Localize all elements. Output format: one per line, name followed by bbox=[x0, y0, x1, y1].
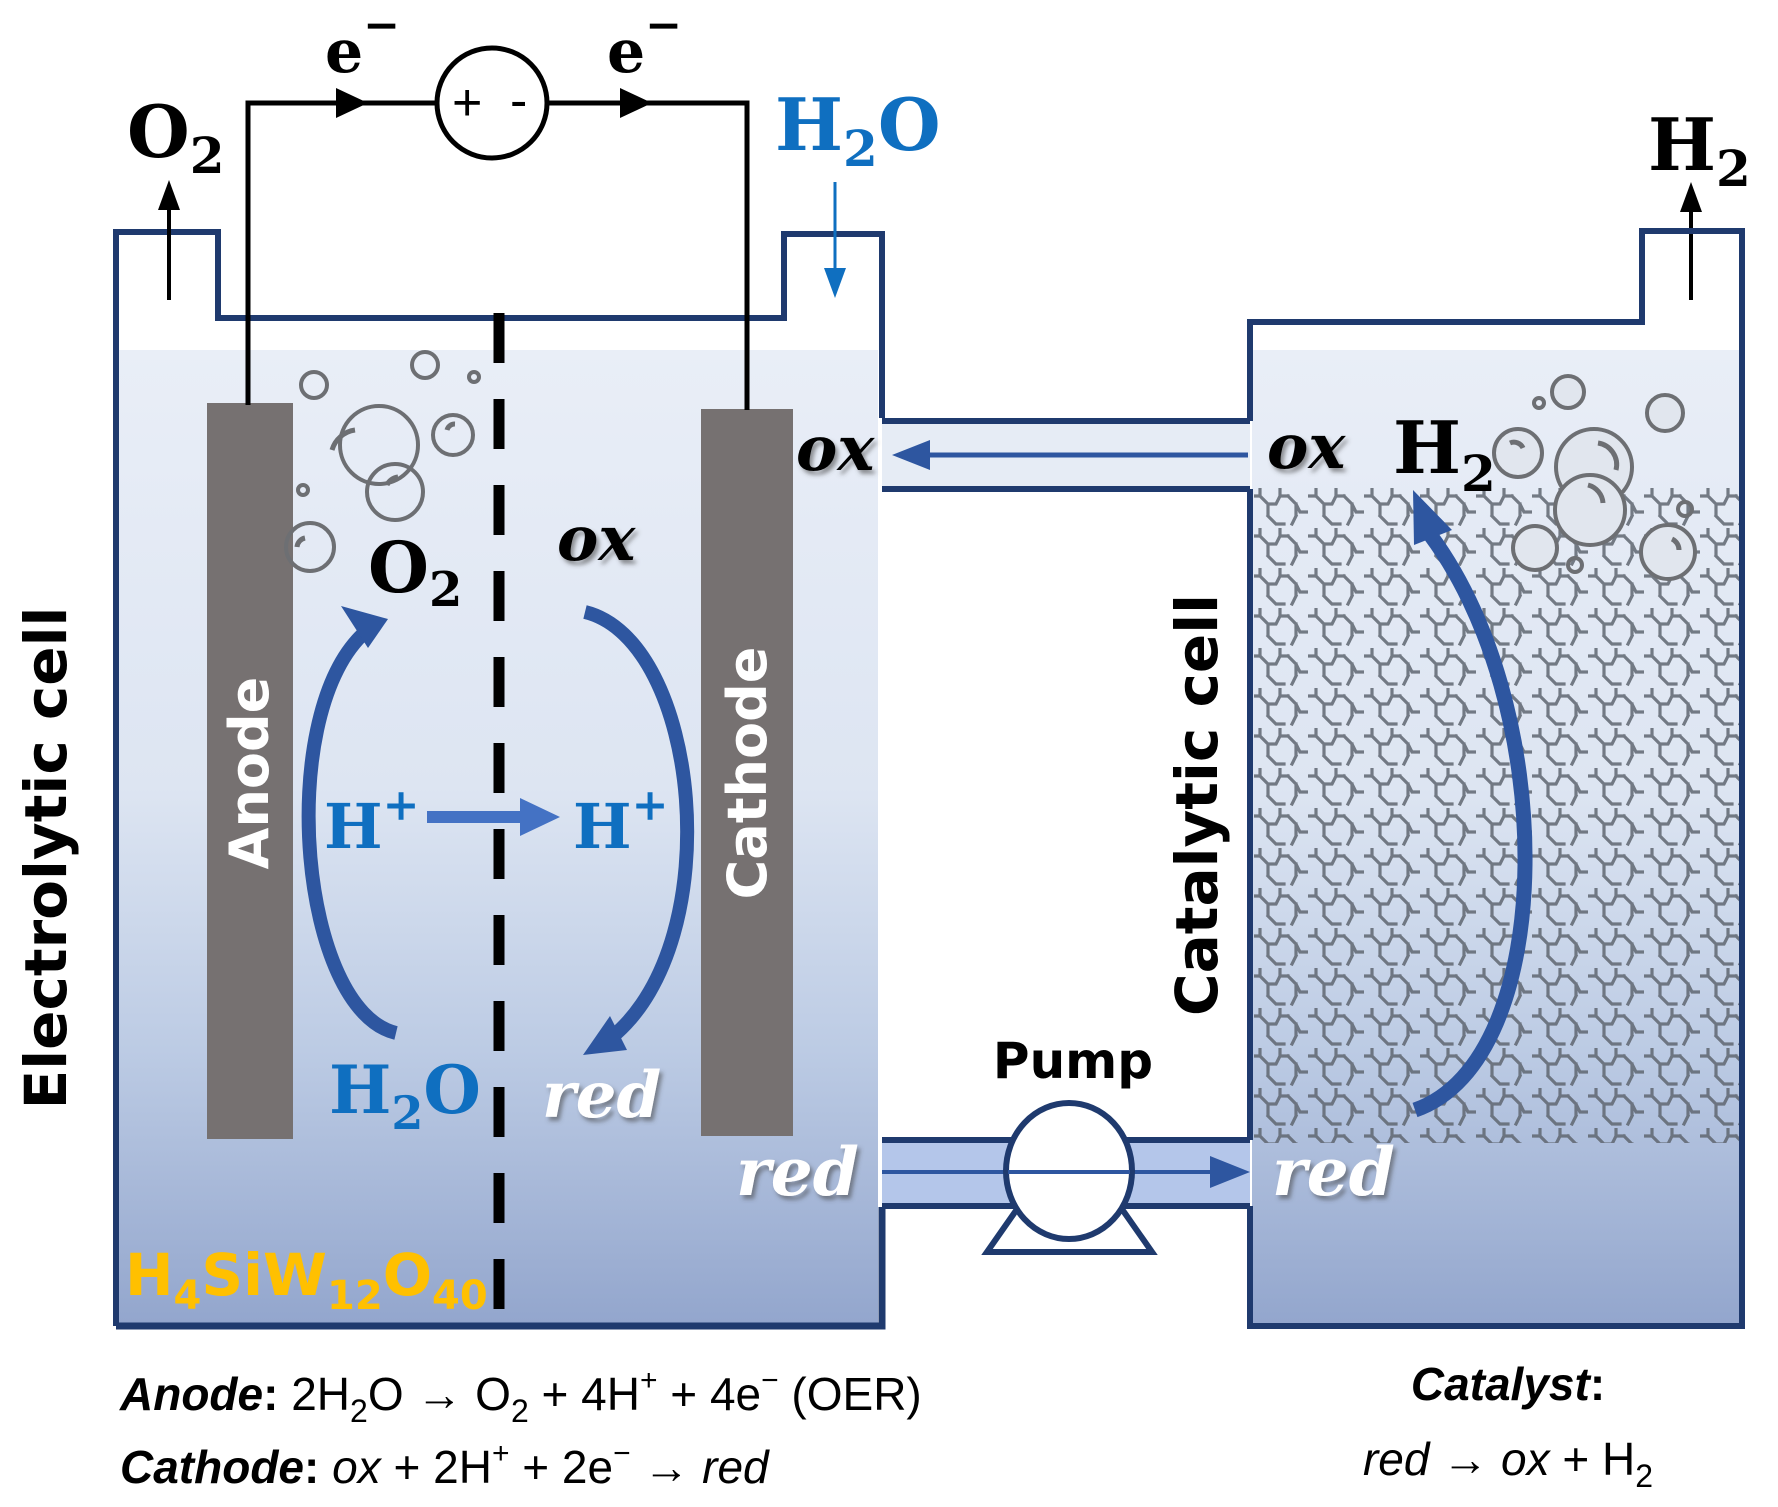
red-left-label: red bbox=[736, 1133, 859, 1211]
formula-part: O bbox=[383, 1241, 432, 1309]
catalyst-equation-label: Catalyst: bbox=[1411, 1358, 1605, 1410]
equation-colon: : bbox=[263, 1368, 278, 1420]
pump-label: Pump bbox=[993, 1032, 1153, 1090]
o2-outlet-label: O2 bbox=[127, 89, 225, 185]
equation-part: ox bbox=[1501, 1433, 1552, 1485]
power-source[interactable] bbox=[434, 45, 550, 161]
anode-arrow-head bbox=[341, 606, 388, 648]
catalyst-bed[interactable] bbox=[1254, 488, 1740, 1143]
h-plus-right-label: H+ bbox=[573, 780, 668, 863]
cathode-arrow-head bbox=[583, 1016, 627, 1055]
equation-part: → bbox=[631, 1441, 703, 1493]
catalytic-arrow-head bbox=[1413, 490, 1452, 545]
catalytic-reaction-arrow bbox=[1412, 523, 1533, 1118]
equation-label: Catalyst bbox=[1411, 1358, 1592, 1410]
cathode-electrode bbox=[701, 409, 793, 1136]
electron-label-right: e− bbox=[607, 0, 682, 87]
power-source-plus: + bbox=[452, 74, 482, 132]
o2-product-label: O2 bbox=[368, 526, 462, 618]
h2o-inlet-arrow-head bbox=[824, 268, 846, 298]
equation-part: red bbox=[1363, 1433, 1431, 1485]
cathode-wire bbox=[546, 100, 750, 410]
anode-reaction-arrow bbox=[301, 630, 399, 1040]
formula-part: H bbox=[125, 1241, 174, 1309]
equation-label: Anode bbox=[119, 1368, 263, 1420]
proton-transfer-arrow-head bbox=[520, 798, 560, 836]
anode-label: Anode bbox=[218, 677, 281, 870]
ox-left-label: ox bbox=[796, 412, 875, 485]
equation-part: ox bbox=[319, 1441, 382, 1493]
red-transfer-arrow-head bbox=[1210, 1156, 1250, 1188]
red-species-label: red bbox=[542, 1058, 661, 1133]
electron-arrow-right bbox=[620, 88, 652, 118]
power-source-minus: - bbox=[510, 72, 527, 130]
formula-subscript: 12 bbox=[327, 1273, 383, 1319]
equation-part: + 4H bbox=[529, 1368, 640, 1420]
ox-return-arrow-head bbox=[892, 440, 930, 470]
equation-part: − bbox=[761, 1364, 779, 1397]
h2-outlet-label: H2 bbox=[1648, 102, 1751, 198]
equation-part: 2 bbox=[511, 1393, 529, 1429]
o2-outlet-arrow-head bbox=[158, 180, 180, 210]
equation-part: + 2H bbox=[381, 1441, 492, 1493]
external-circuit: + - e− e− bbox=[245, 0, 750, 410]
ox-species-label: ox bbox=[557, 502, 636, 575]
formula-part: SiW bbox=[201, 1241, 327, 1309]
electrolytic-vessel-bottom bbox=[116, 1207, 886, 1330]
equation-part: + H bbox=[1550, 1433, 1636, 1485]
h2o-reactant-label: H2O bbox=[329, 1051, 481, 1140]
equation-part: → bbox=[1429, 1433, 1501, 1485]
electrolytic-cell: Anode Cathode O2 ox H+ bbox=[12, 229, 886, 1330]
equation-part: + 2e bbox=[509, 1441, 613, 1493]
anode-equation: Anode: 2H2O → O2 + 4H+ + 4e− (OER) bbox=[119, 1364, 922, 1429]
equation-part: 2 bbox=[1635, 1458, 1653, 1494]
formula-subscript: 4 bbox=[174, 1273, 202, 1319]
catalyst-equation: red → ox + H2 bbox=[1363, 1433, 1653, 1494]
o2-bubbles bbox=[284, 350, 481, 573]
equation-part: O → O bbox=[368, 1368, 511, 1420]
equation-part: + bbox=[492, 1437, 510, 1470]
h2-bubbles bbox=[1492, 374, 1697, 581]
reaction-equations: Anode: 2H2O → O2 + 4H+ + 4e− (OER) Catho… bbox=[119, 1358, 1653, 1494]
h-plus-left-label: H+ bbox=[324, 780, 419, 863]
cathode-label: Cathode bbox=[716, 647, 779, 900]
gas-flows: O2 H2O H2 bbox=[127, 82, 1751, 300]
h2-outlet-arrow-head bbox=[1680, 182, 1702, 212]
equation-part: 2 bbox=[350, 1393, 368, 1429]
catalytic-vessel-outline-top bbox=[1247, 228, 1745, 1329]
equation-part: 2H bbox=[278, 1368, 350, 1420]
h2-product-label: H2 bbox=[1393, 405, 1496, 503]
cathode-equation: Cathode: ox + 2H+ + 2e− → red bbox=[120, 1437, 770, 1493]
h2o-inlet-label: H2O bbox=[775, 82, 941, 178]
equation-part: − bbox=[613, 1437, 631, 1470]
electrolyte-formula: H4SiW12O40 bbox=[125, 1241, 488, 1319]
equation-part: + 4e bbox=[658, 1368, 762, 1420]
red-right-label: red bbox=[1272, 1133, 1395, 1211]
equation-label: Cathode bbox=[120, 1441, 304, 1493]
equation-part: + bbox=[640, 1364, 658, 1397]
ox-right-label: ox bbox=[1267, 410, 1346, 483]
electrolytic-cell-title: Electrolytic cell bbox=[12, 607, 80, 1110]
electron-label-left: e− bbox=[325, 0, 400, 87]
anode-wire bbox=[245, 100, 438, 405]
equation-colon: : bbox=[304, 1441, 319, 1493]
catalytic-cell: ox H2 red Catalytic cell bbox=[1163, 228, 1745, 1329]
equation-colon: : bbox=[1590, 1358, 1605, 1410]
equation-part: (OER) bbox=[779, 1368, 922, 1420]
equation-part: red bbox=[702, 1441, 770, 1493]
cathode-reaction-arrow bbox=[583, 605, 695, 1043]
anode-electrode bbox=[207, 403, 293, 1139]
transfer-section: Pump ox red bbox=[736, 412, 1250, 1255]
electron-arrow-left bbox=[336, 88, 368, 118]
catalytic-cell-title: Catalytic cell bbox=[1163, 594, 1231, 1016]
formula-subscript: 40 bbox=[432, 1273, 488, 1319]
